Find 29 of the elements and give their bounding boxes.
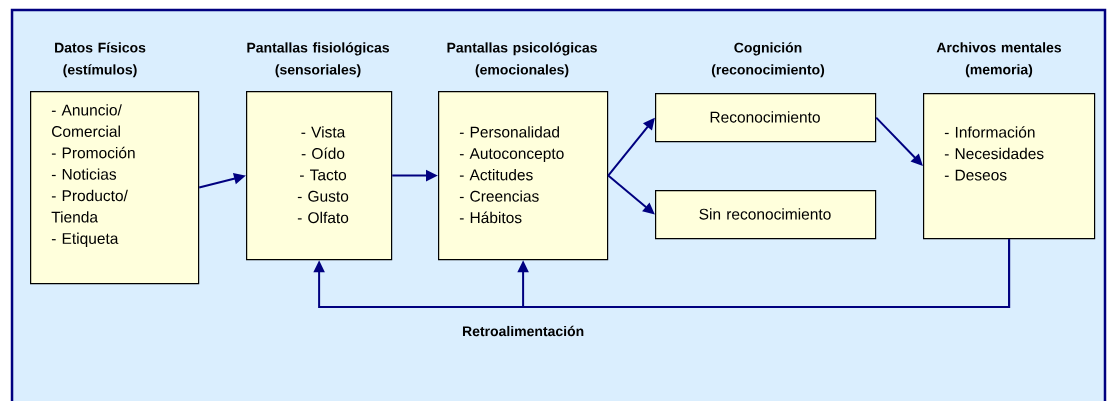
node-label: - Creencias [459, 190, 539, 202]
process-box: - Vista - Oído - Tacto - Gusto - Olfato [246, 91, 393, 261]
node-label: - Gusto [297, 190, 349, 202]
column-heading: Pantallas psicológicas (emocionales) [447, 42, 597, 78]
node-label: - Anuncio/ Comercial [51, 104, 122, 137]
column-heading: Cognición (reconocimiento) [711, 42, 825, 78]
node-label: - Noticias [51, 168, 117, 180]
node-label: - Personalidad [459, 126, 559, 138]
node-label: - Tacto [300, 169, 347, 181]
node-label: - Producto/ Tienda [51, 189, 128, 223]
column-heading: Datos Físicos (estímulos) [55, 42, 146, 78]
process-box: - Personalidad - Autoconcepto - Actitudes - Creencias - Hábitos [438, 91, 609, 261]
node-label: - Promoción [51, 146, 135, 159]
process-box: - Información - Necesidades - Deseos [923, 93, 1096, 240]
arrow [875, 116, 923, 166]
process-box: Sin reconocimiento [655, 190, 877, 240]
arrow [607, 174, 655, 215]
process-box: - Anuncio/ Comercial - Promoción - Noticias - Producto/ Tienda - Etiqueta [30, 91, 200, 285]
node-label: - Oído [301, 147, 345, 159]
node-label: - Actitudes [459, 168, 533, 181]
node-label: - Olfato [297, 211, 349, 224]
node-label: - Etiqueta [51, 232, 119, 248]
arrow [517, 238, 1011, 308]
process-box: Reconocimiento [655, 93, 877, 143]
node-label: - Vista [301, 126, 346, 138]
node-label: - Autoconcepto [459, 148, 564, 163]
column-heading: Archivos mentales (memoria) [936, 42, 1062, 78]
node-label: - Hábitos [459, 211, 522, 224]
column-heading: Pantallas fisiológicas (sensoriales) [247, 42, 389, 78]
